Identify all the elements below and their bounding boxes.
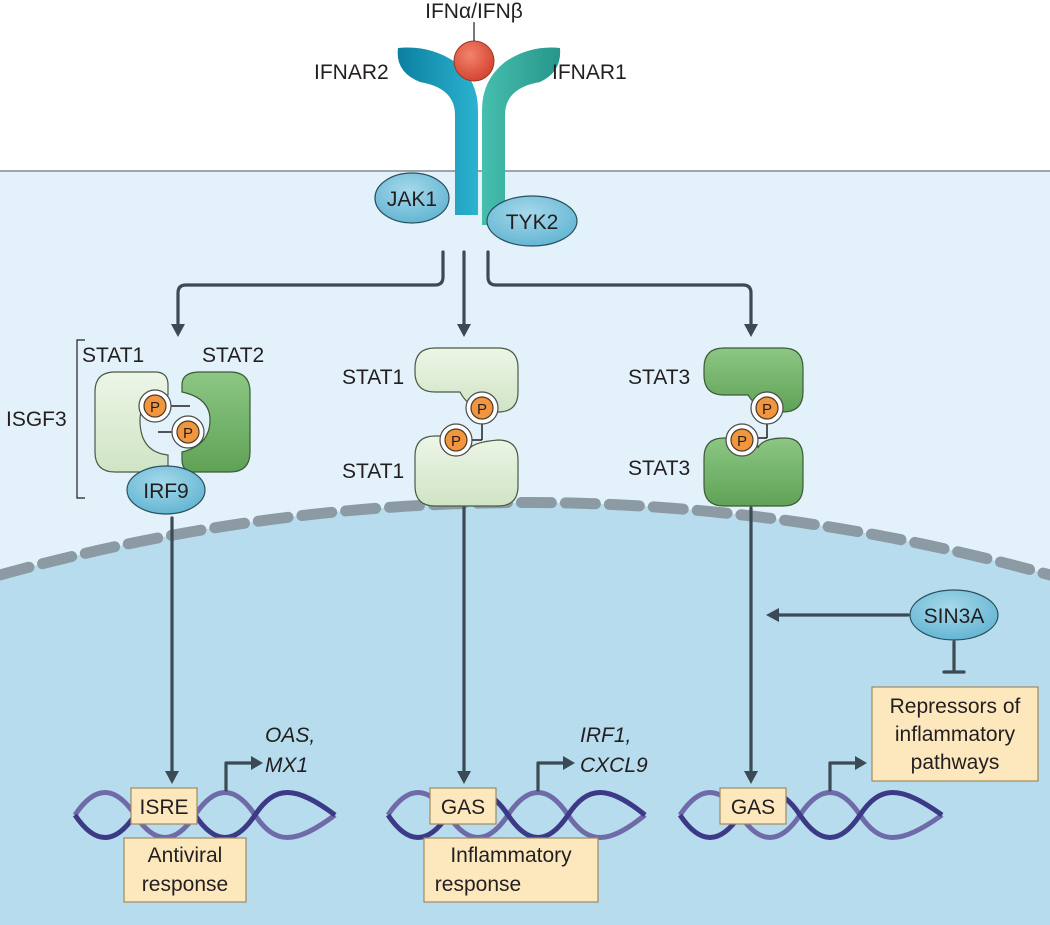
isre-element xyxy=(130,787,198,825)
isre-label: ISRE xyxy=(139,796,188,819)
isgf3-bracket xyxy=(76,339,85,499)
gas-label-middle: GAS xyxy=(441,796,485,819)
isgf3-label: ISGF3 xyxy=(6,408,67,431)
svg-text:P: P xyxy=(477,401,487,418)
inflammatory-line1: Inflammatory xyxy=(450,844,572,867)
svg-text:P: P xyxy=(183,425,193,442)
phospho-site xyxy=(755,396,779,420)
receptor-ifnar1 xyxy=(482,47,561,225)
ligand-ifn xyxy=(453,40,495,82)
tyk2-label: TYK2 xyxy=(506,211,559,234)
gas-label-right: GAS xyxy=(731,796,775,819)
stat1-top-label: STAT1 xyxy=(342,366,404,389)
phospho-site xyxy=(470,396,494,420)
nucleus-region xyxy=(0,502,1050,925)
stat2-subunit xyxy=(181,371,251,473)
stat1-label-left: STAT1 xyxy=(82,344,144,367)
antiviral-line2: response xyxy=(142,873,228,896)
tss-arrow-middle xyxy=(536,761,566,792)
stat3-bottom-label: STAT3 xyxy=(628,457,690,480)
gas-element-middle xyxy=(429,787,497,825)
isgf3-complex: ISGF3 STAT1 STAT2 P P IRF9 xyxy=(6,339,264,515)
svg-text:P: P xyxy=(451,433,461,450)
genes-middle-line1: IRF1, xyxy=(580,724,631,747)
genes-left-line1: OAS, xyxy=(265,724,315,747)
stat3-top-label: STAT3 xyxy=(628,366,690,389)
repressors-box xyxy=(871,686,1039,782)
stat3-homodimer: STAT3 STAT3 P P xyxy=(628,347,804,507)
genes-middle-line2: CXCL9 xyxy=(580,754,648,777)
repressors-line2: inflammatory xyxy=(895,723,1016,746)
ifnar1-label: IFNAR1 xyxy=(552,61,627,84)
antiviral-line1: Antiviral xyxy=(148,844,223,867)
genes-left-line2: MX1 xyxy=(265,754,308,777)
phospho-site xyxy=(176,420,200,444)
repressors-line3: pathways xyxy=(911,751,1000,774)
inflammatory-line2: response xyxy=(435,873,521,896)
svg-text:P: P xyxy=(150,399,160,416)
ifnar2-label: IFNAR2 xyxy=(314,61,389,84)
sin3a-label: SIN3A xyxy=(924,605,985,628)
gas-element-right xyxy=(719,787,787,825)
jak1-oval xyxy=(374,172,450,224)
sin3a-oval xyxy=(909,589,999,641)
receptor-ifnar2 xyxy=(397,47,478,215)
phospho-site xyxy=(730,428,754,452)
tss-arrow-left xyxy=(224,761,254,792)
stat1-homodimer: STAT1 STAT1 P P xyxy=(342,347,519,507)
stat1-bottom-label: STAT1 xyxy=(342,460,404,483)
svg-text:P: P xyxy=(737,433,747,450)
irf9-oval xyxy=(126,465,206,515)
ligand-label: IFNα/IFNβ xyxy=(425,0,523,23)
repressors-line1: Repressors of xyxy=(890,695,1021,718)
tyk2-oval xyxy=(486,195,578,247)
phospho-site xyxy=(143,394,167,418)
tss-arrow-right xyxy=(828,761,858,792)
irf9-label: IRF9 xyxy=(143,480,189,503)
stat3-bottom-subunit xyxy=(703,437,804,507)
svg-text:P: P xyxy=(762,401,772,418)
phospho-site xyxy=(444,428,468,452)
antiviral-response-box xyxy=(123,837,247,903)
inflammatory-response-box xyxy=(423,837,599,903)
arrow-to-stat3-dimer xyxy=(486,250,753,327)
stat2-label: STAT2 xyxy=(202,344,264,367)
arrow-to-isgf3 xyxy=(176,250,445,327)
nuclear-envelope xyxy=(0,497,1050,581)
jak1-label: JAK1 xyxy=(387,188,437,211)
inhibition-sin3a xyxy=(942,640,966,674)
